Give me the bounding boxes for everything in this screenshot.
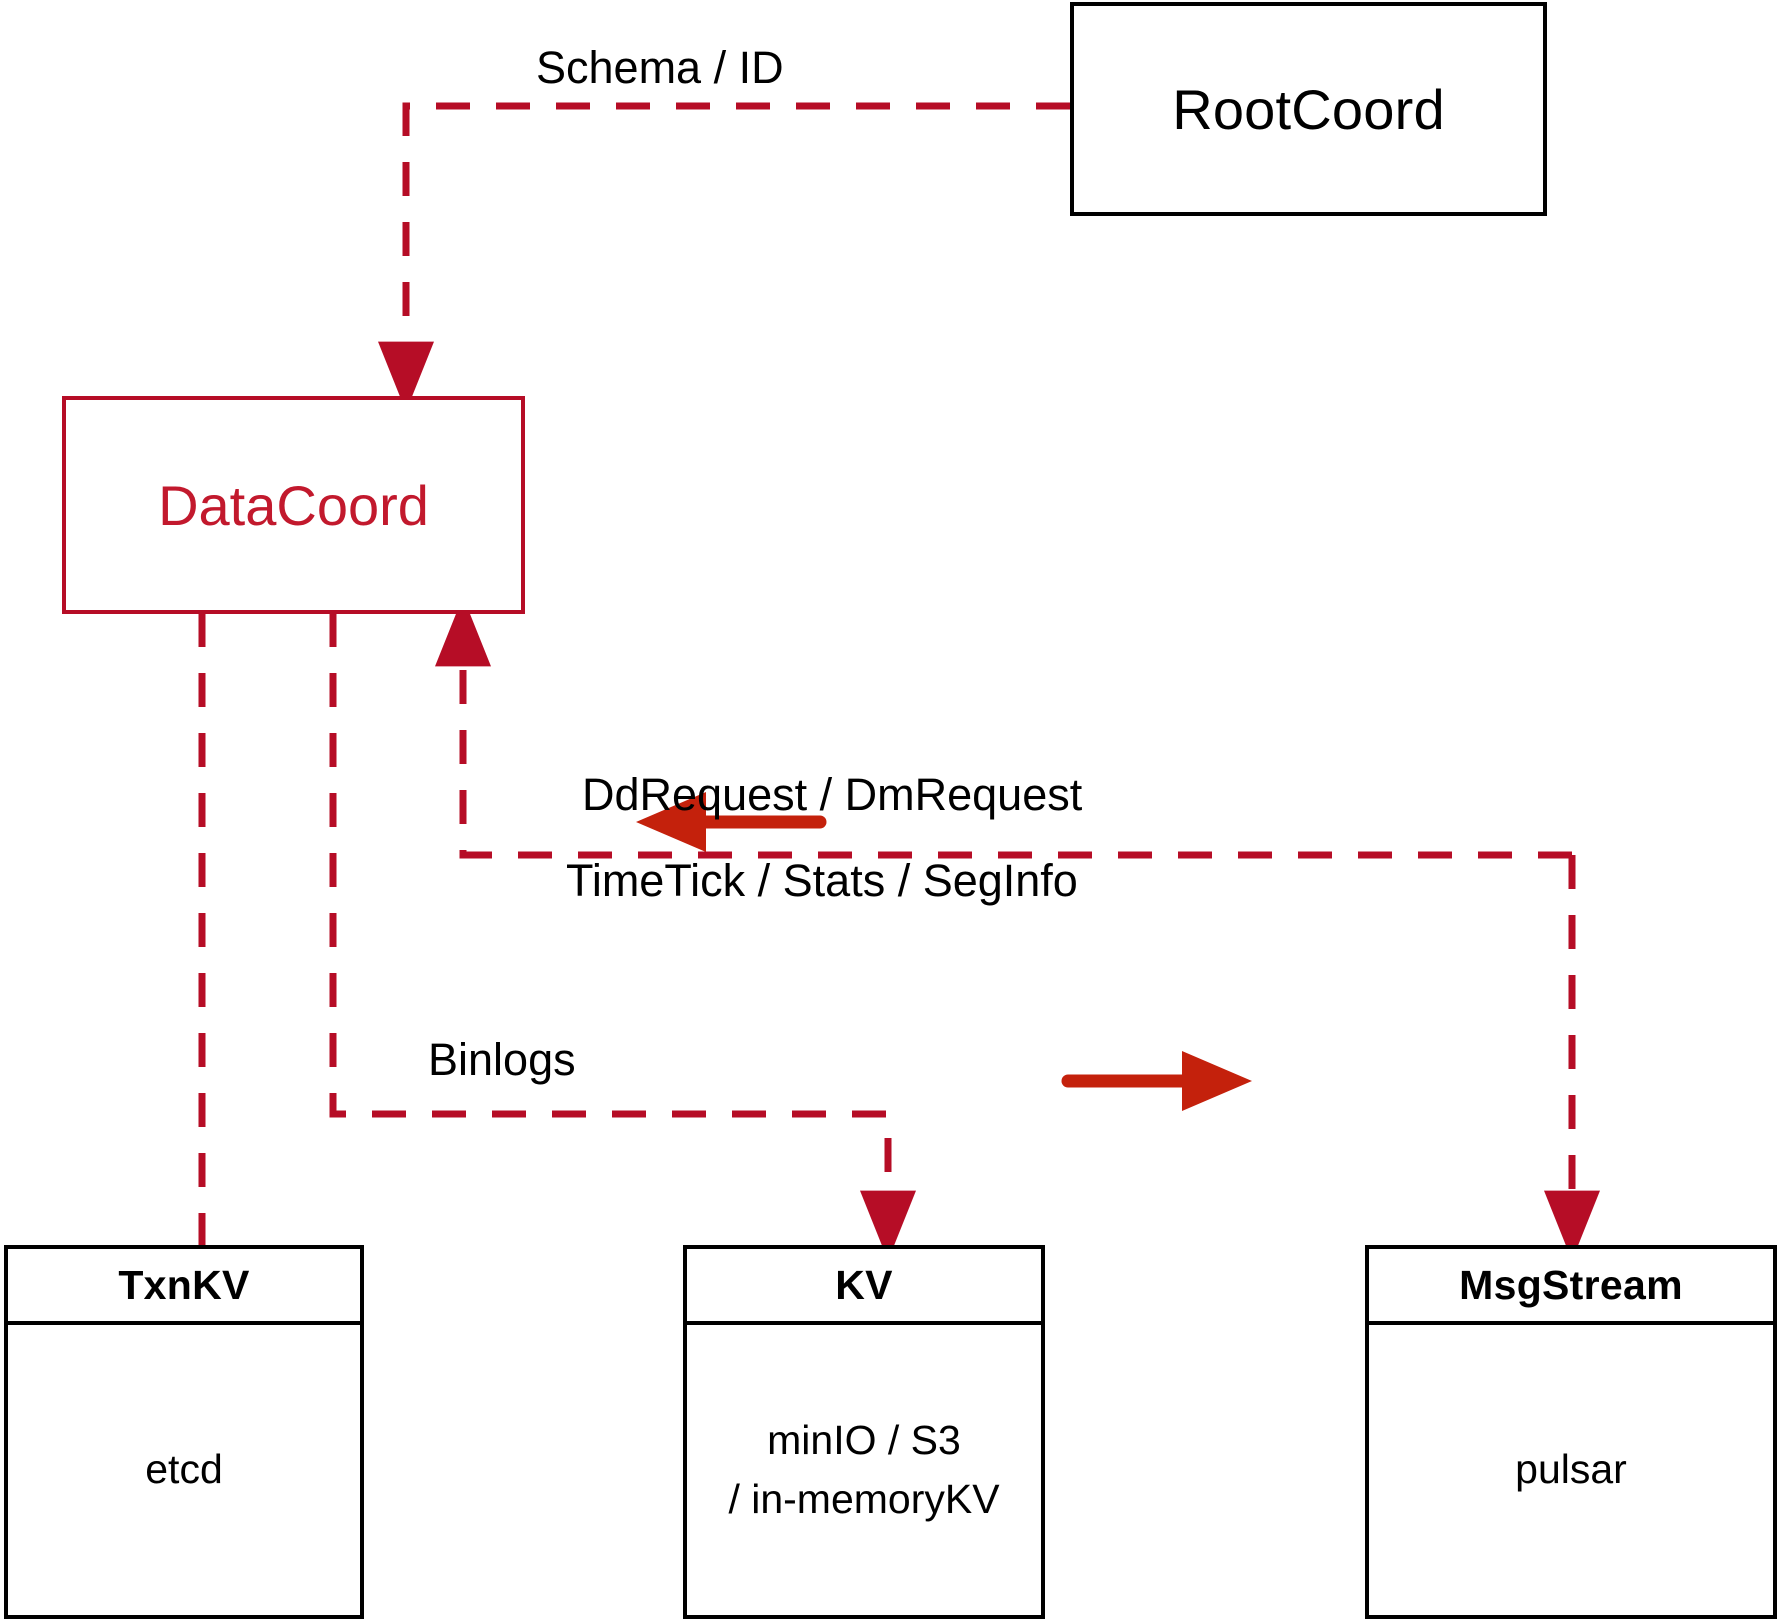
node-txnkv-header: TxnKV (8, 1249, 360, 1325)
node-datacoord[interactable]: DataCoord (62, 396, 525, 614)
node-msgstream-body: pulsar (1369, 1325, 1773, 1615)
label-schema-id: Schema / ID (536, 42, 784, 93)
edge-schema-id (378, 102, 1070, 412)
node-rootcoord[interactable]: RootCoord (1070, 2, 1547, 216)
node-rootcoord-label: RootCoord (1172, 77, 1445, 141)
node-msgstream-header: MsgStream (1369, 1249, 1773, 1325)
node-kv-body: minIO / S3 / in-memoryKV (687, 1325, 1041, 1615)
arrow-ddrequest-left (636, 792, 827, 852)
node-msgstream[interactable]: MsgStream pulsar (1365, 1245, 1777, 1619)
node-msgstream-line1: pulsar (1515, 1446, 1627, 1493)
node-txnkv-body: etcd (8, 1325, 360, 1615)
label-binlogs: Binlogs (428, 1034, 576, 1085)
node-kv-line2: / in-memoryKV (728, 1476, 1000, 1522)
arrow-timetick-right (1061, 1051, 1252, 1111)
node-kv-line1: minIO / S3 (767, 1416, 961, 1463)
node-datacoord-label: DataCoord (158, 473, 429, 537)
node-txnkv[interactable]: TxnKV etcd (4, 1245, 364, 1619)
node-kv[interactable]: KV minIO / S3 / in-memoryKV (683, 1245, 1045, 1619)
node-txnkv-line1: etcd (145, 1446, 223, 1493)
edge-binlogs-kv (329, 613, 916, 1261)
label-timetick-stats-seginfo: TimeTick / Stats / SegInfo (566, 855, 1078, 906)
node-kv-header: KV (687, 1249, 1041, 1325)
edge-datacoord-msgstream-in (435, 596, 1572, 859)
label-ddrequest-dmrequest: DdRequest / DmRequest (582, 769, 1083, 820)
